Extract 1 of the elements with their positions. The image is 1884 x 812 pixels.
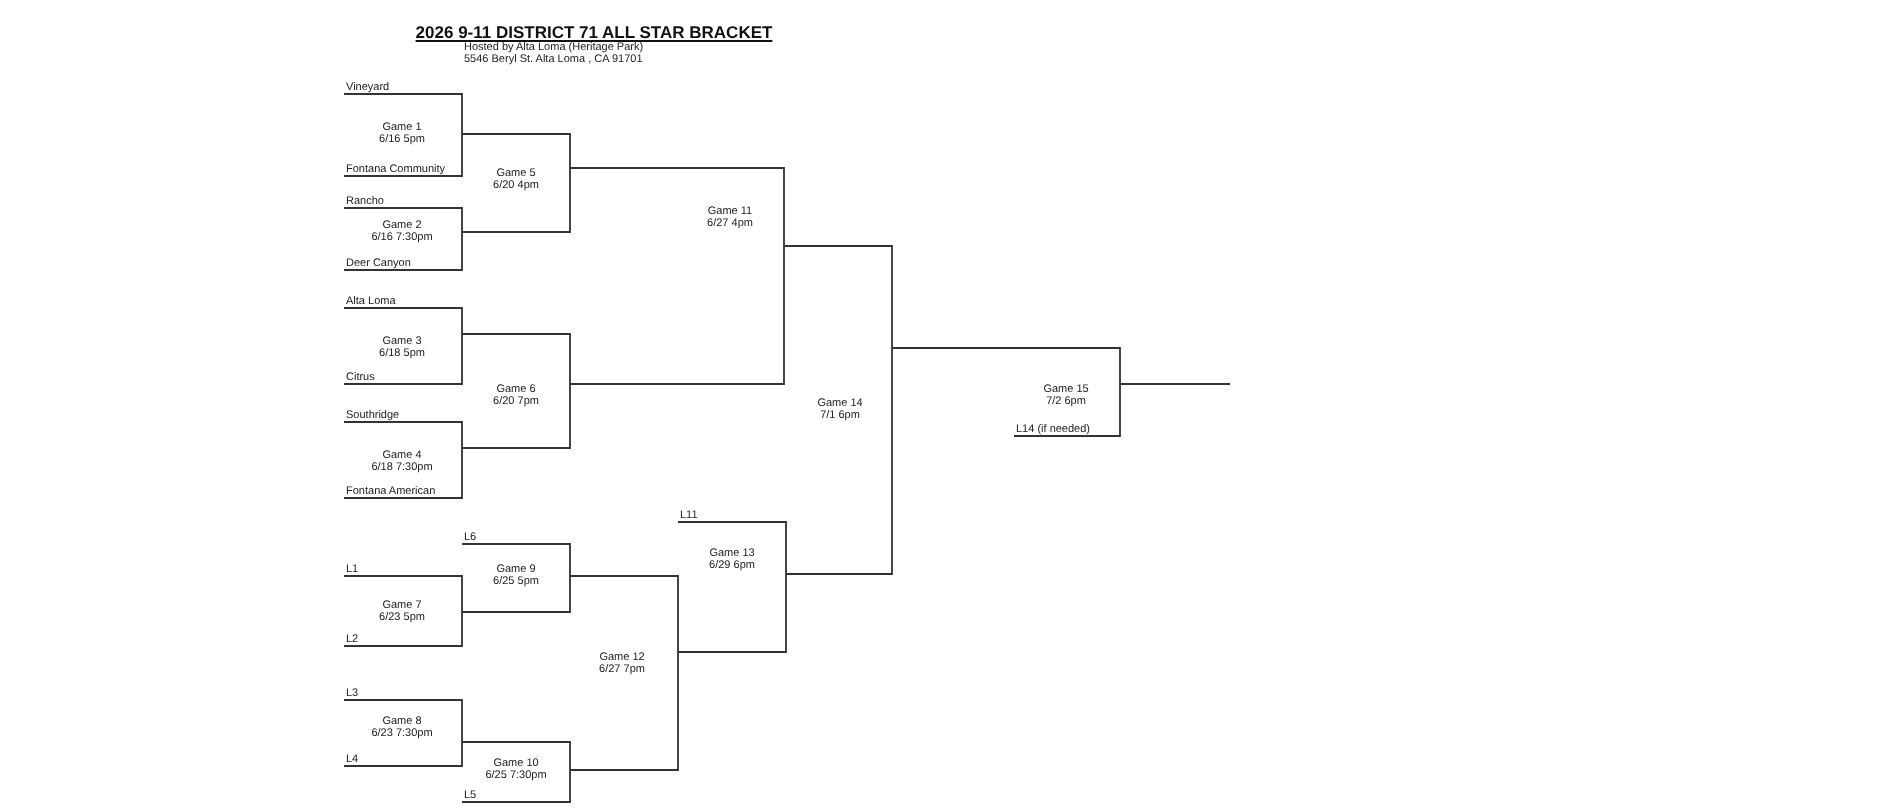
bracket-title: 2026 9-11 DISTRICT 71 ALL STAR BRACKET xyxy=(415,22,773,42)
